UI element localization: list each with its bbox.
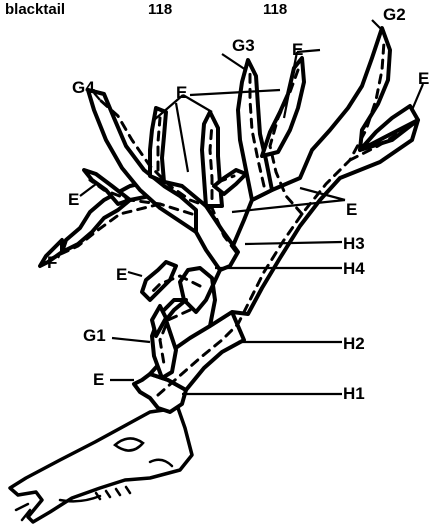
label-g1: G1	[83, 326, 106, 345]
deer-skull	[10, 408, 192, 522]
label-e-bottom: E	[93, 370, 104, 389]
label-f: F	[47, 253, 57, 272]
label-e-upper: E	[176, 83, 187, 102]
label-g3: G3	[232, 36, 255, 55]
label-g2: G2	[383, 5, 406, 24]
label-h4: H4	[343, 259, 365, 278]
label-g4: G4	[72, 78, 95, 97]
label-h3: H3	[343, 234, 365, 253]
label-e-lower-left: E	[116, 265, 127, 284]
label-h1: H1	[343, 384, 365, 403]
antler-main-beam	[40, 28, 418, 412]
label-e-left: E	[68, 190, 79, 209]
label-e-top: E	[292, 40, 303, 59]
label-h2: H2	[343, 334, 365, 353]
label-e-right: E	[418, 69, 429, 88]
label-e-mid-right: E	[346, 200, 357, 219]
